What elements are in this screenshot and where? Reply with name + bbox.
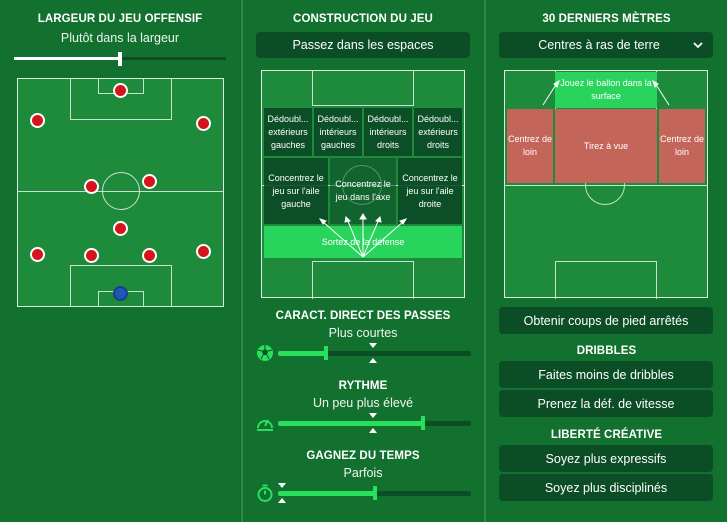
passing-directness-slider-fill [278, 351, 326, 356]
zone-cross-from-deep-right[interactable]: Centrez de loin [659, 109, 705, 183]
build-up-panel: CONSTRUCTION DU JEU Passez dans les espa… [243, 0, 483, 522]
creative-freedom-title: LIBERTÉ CRÉATIVE [550, 429, 663, 441]
set-pieces-button[interactable]: Obtenir coups de pied arrêtés [499, 307, 713, 334]
tempo-default-marker [369, 413, 377, 433]
zone-shoot-on-sight[interactable]: Tirez à vue [555, 109, 657, 183]
zone-work-into-box[interactable]: Jouez le ballon dans la surface [555, 72, 657, 108]
player-right-centre-back[interactable] [142, 248, 157, 263]
player-goalkeeper[interactable] [113, 286, 128, 301]
passing-directness-slider-handle[interactable] [324, 346, 328, 360]
time-wasting-default-marker [278, 483, 286, 503]
build-up-arrows [318, 213, 408, 258]
final-third-panel: 30 DERNIERS MÈTRES Centres à ras de terr… [486, 0, 727, 522]
player-right-winger[interactable] [196, 116, 211, 131]
player-right-back[interactable] [196, 244, 211, 259]
final-third-dropdown-label: Centres à ras de terre [538, 38, 660, 52]
zone-underlap-left[interactable]: Dédoubl... intérieurs gauches [314, 108, 362, 156]
build-up-title: CONSTRUCTION DU JEU [293, 13, 433, 25]
tempo-slider-fill [278, 421, 423, 426]
zone-focus-right[interactable]: Concentrez le jeu sur l'aile droite [398, 158, 462, 224]
player-left-winger[interactable] [30, 113, 45, 128]
passing-directness-value: Plus courtes [328, 326, 398, 340]
final-third-pitch: Jouez le ballon dans la surface Centrez … [504, 70, 708, 299]
be-more-expressive-button[interactable]: Soyez plus expressifs [499, 445, 713, 472]
chevron-down-icon [693, 42, 703, 49]
be-more-disciplined-button[interactable]: Soyez plus disciplinés [499, 474, 713, 501]
time-wasting-value: Parfois [343, 466, 383, 480]
speedometer-icon [257, 419, 273, 431]
player-left-back[interactable] [30, 247, 45, 262]
final-third-arrows [542, 79, 670, 106]
time-wasting-slider-fill [278, 491, 375, 496]
time-wasting-slider-handle[interactable] [373, 486, 377, 500]
dribble-less-button[interactable]: Faites moins de dribbles [499, 361, 713, 388]
player-left-midfielder[interactable] [84, 179, 99, 194]
zone-underlap-right[interactable]: Dédoubl... intérieurs droits [364, 108, 412, 156]
time-wasting-title: GAGNEZ DU TEMPS [306, 450, 420, 462]
offensive-width-slider-handle[interactable] [118, 52, 122, 66]
tempo-value: Un peu plus élevé [312, 396, 414, 410]
run-at-defence-button[interactable]: Prenez la déf. de vitesse [499, 390, 713, 417]
offensive-width-title: LARGEUR DU JEU OFFENSIF [37, 13, 203, 25]
offensive-width-panel: LARGEUR DU JEU OFFENSIF Plutôt dans la l… [0, 0, 240, 522]
stopwatch-icon [257, 484, 273, 502]
build-up-dropdown[interactable]: Passez dans les espaces [256, 32, 470, 58]
player-left-centre-back[interactable] [84, 248, 99, 263]
zone-overlap-left[interactable]: Dédoubl... extérieurs gauches [264, 108, 312, 156]
football-icon [257, 345, 273, 361]
zone-focus-center[interactable]: Concentrez le jeu dans l'axe [330, 158, 396, 224]
build-up-pitch: Dédoubl... extérieurs gauches Dédoubl...… [261, 70, 465, 299]
tempo-title: RYTHME [338, 380, 388, 392]
zone-cross-from-deep-left[interactable]: Centrez de loin [507, 109, 553, 183]
passing-directness-slider-track[interactable] [278, 351, 471, 356]
zone-focus-left[interactable]: Concentrez le jeu sur l'aile gauche [264, 158, 328, 224]
passing-directness-default-marker [369, 343, 377, 363]
formation-pitch [17, 78, 224, 307]
offensive-width-value: Plutôt dans la largeur [60, 31, 180, 45]
offensive-width-slider-fill [14, 57, 120, 60]
player-right-midfielder[interactable] [142, 174, 157, 189]
dribbling-title: DRIBBLES [576, 345, 637, 357]
tempo-slider-handle[interactable] [421, 416, 425, 430]
zone-overlap-right[interactable]: Dédoubl... extérieurs droits [414, 108, 462, 156]
final-third-title: 30 DERNIERS MÈTRES [542, 13, 671, 25]
final-third-dropdown[interactable]: Centres à ras de terre [499, 32, 713, 58]
player-defensive-midfielder[interactable] [113, 221, 128, 236]
passing-directness-title: CARACT. DIRECT DES PASSES [275, 310, 451, 322]
player-striker[interactable] [113, 83, 128, 98]
